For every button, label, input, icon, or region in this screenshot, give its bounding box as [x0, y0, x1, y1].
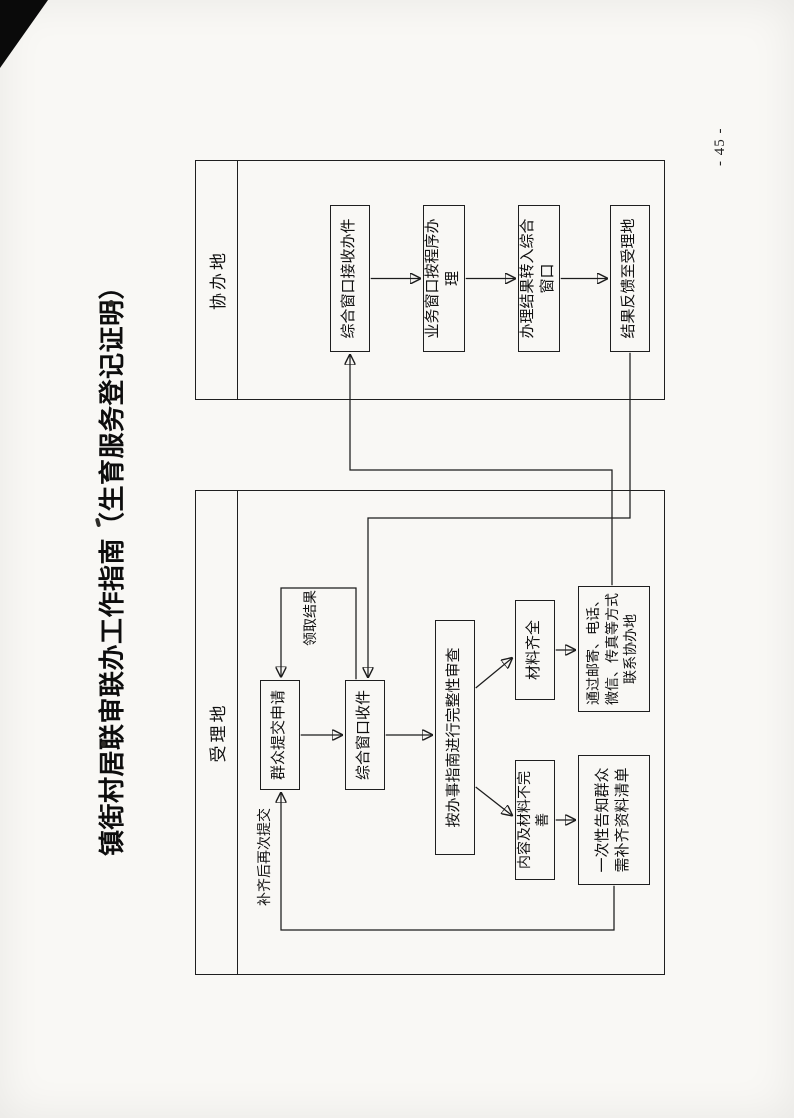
- flow-box-review: 按办事指南进行完整性审查: [435, 620, 475, 855]
- page-number: - 45 -: [712, 127, 728, 167]
- flow-box-incomplete: 内容及材料不完善: [515, 760, 555, 880]
- flow-box-notify: 一次性告知群众需补齐资料清单: [578, 755, 650, 885]
- edge-label-collect-result: 领取结果: [304, 590, 319, 646]
- document-title: 镇街村居联审联办工作指南（生育服务登记证明）: [98, 272, 127, 856]
- flow-box-contact: 通过邮寄、电话、微信、传真等方式联系协办地: [578, 586, 650, 712]
- flow-box-receive: 综合窗口收件: [345, 680, 385, 790]
- section-assist-header: 协办地: [196, 161, 238, 399]
- section-accept-header: 受理地: [196, 491, 238, 974]
- edge-label-resubmit: 补齐后再次提交: [258, 808, 273, 906]
- flow-box-process: 业务窗口按程序办理: [423, 205, 465, 352]
- flow-box-apply: 群众提交申请: [260, 680, 300, 790]
- scan-speck: [101, 741, 106, 747]
- flow-box-transfer: 办理结果转入综合窗口: [518, 205, 560, 352]
- flow-box-complete: 材料齐全: [515, 600, 555, 700]
- flow-box-receive-item: 综合窗口接收办件: [330, 205, 370, 352]
- flow-box-feedback: 结果反馈至受理地: [610, 205, 650, 352]
